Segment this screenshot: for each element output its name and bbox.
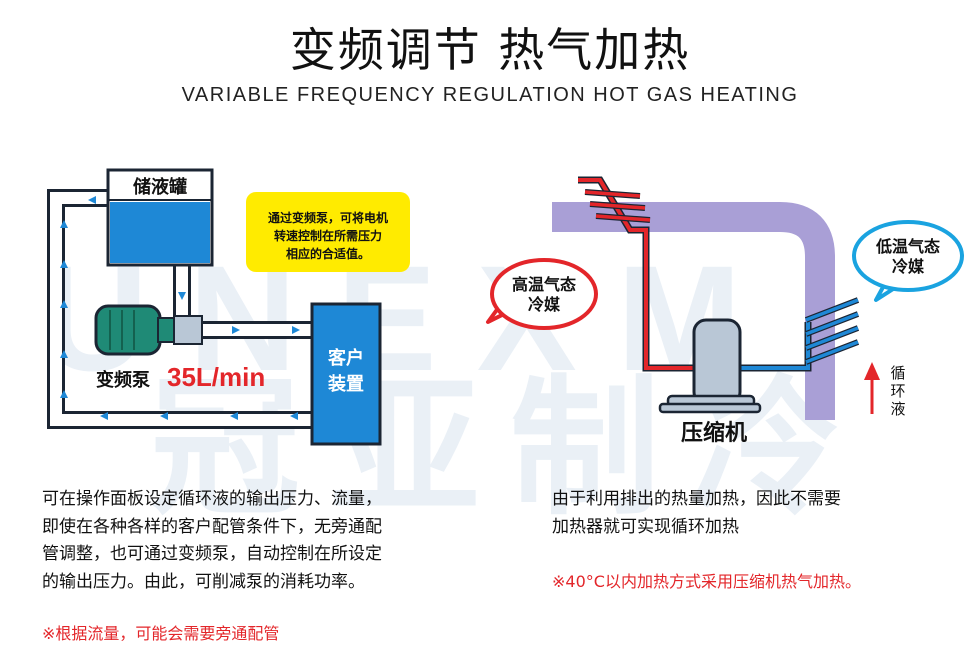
low-temp-line-1: 低温气态 [875, 237, 940, 256]
pump-label: 变频泵 [96, 369, 150, 391]
up-arrow-icon [864, 362, 880, 380]
customer-device: 客户 装置 [310, 302, 382, 446]
circulation-indicator: 循 环 液 [864, 362, 906, 418]
low-temp-line-2: 冷媒 [892, 257, 925, 276]
hot-gas-coil [578, 176, 700, 372]
page-subtitle: VARIABLE FREQUENCY REGULATION HOT GAS HE… [181, 84, 799, 106]
flow-arrows [60, 196, 300, 420]
high-temp-line-2: 冷媒 [528, 295, 561, 314]
gas-pipe [552, 202, 835, 420]
callout-line-2: 转速控制在所需压力 [274, 228, 382, 243]
left-description: 可在操作面板设定循环液的输出压力、流量， 即使在各种各样的客户配管条件下，无旁通… [42, 489, 382, 592]
page-title: 变频调节 热气加热 [289, 23, 691, 77]
low-temp-coil [740, 297, 860, 372]
inverter-callout: 通过变频泵，可将电机 转速控制在所需压力 相应的合适值。 [246, 192, 410, 272]
compressor: 压缩机 [658, 318, 762, 446]
callout-line-1: 通过变频泵，可将电机 [268, 210, 388, 225]
tank-label: 储液罐 [132, 176, 187, 198]
compressor-label: 压缩机 [681, 420, 747, 446]
right-description: 由于利用排出的热量加热，因此不需要 加热器就可实现循环加热 [552, 489, 841, 537]
high-temp-bubble: 高温气态 冷媒 [486, 258, 598, 330]
circulation-char-2: 环 [890, 382, 905, 400]
customer-label-line-1: 客户 [328, 347, 364, 369]
inverter-pump: 变频泵 35L/min [94, 304, 265, 392]
flow-rate-label: 35L/min [167, 362, 265, 392]
customer-label-line-2: 装置 [328, 373, 364, 395]
high-temp-line-1: 高温气态 [512, 275, 576, 294]
circulation-char-3: 液 [890, 400, 905, 418]
circulation-pipe [47, 189, 312, 429]
low-temp-bubble: 低温气态 冷媒 [852, 220, 964, 302]
callout-line-3: 相应的合适值。 [286, 246, 370, 261]
right-note: ※40°C以内加热方式采用压缩机热气加热。 [552, 572, 861, 591]
circulation-char-1: 循 [890, 364, 905, 382]
left-note: ※根据流量，可能会需要旁通配管 [42, 624, 280, 643]
liquid-tank: 储液罐 [106, 168, 214, 267]
